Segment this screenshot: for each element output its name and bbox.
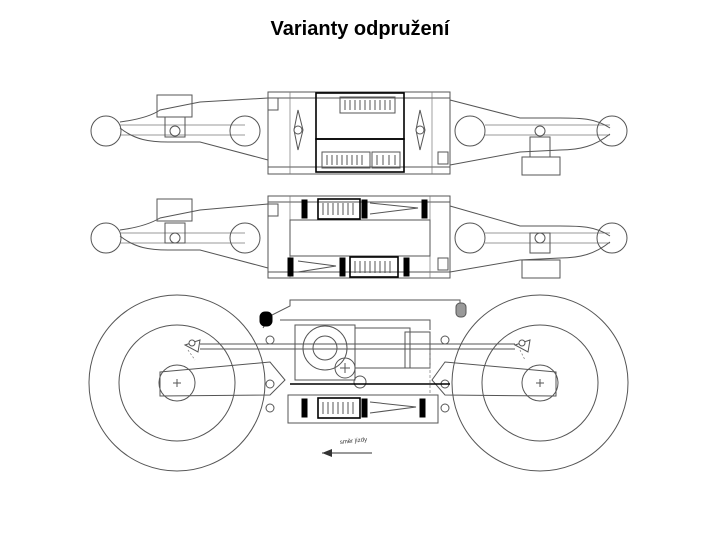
middle-plan-view	[90, 195, 628, 279]
slide-title: Varianty odpružení	[270, 18, 450, 40]
side-view	[88, 294, 629, 472]
direction-label: směr jízdy	[340, 437, 368, 446]
top-plan-view	[90, 91, 628, 176]
direction-annotation: směr jízdy	[322, 437, 372, 457]
